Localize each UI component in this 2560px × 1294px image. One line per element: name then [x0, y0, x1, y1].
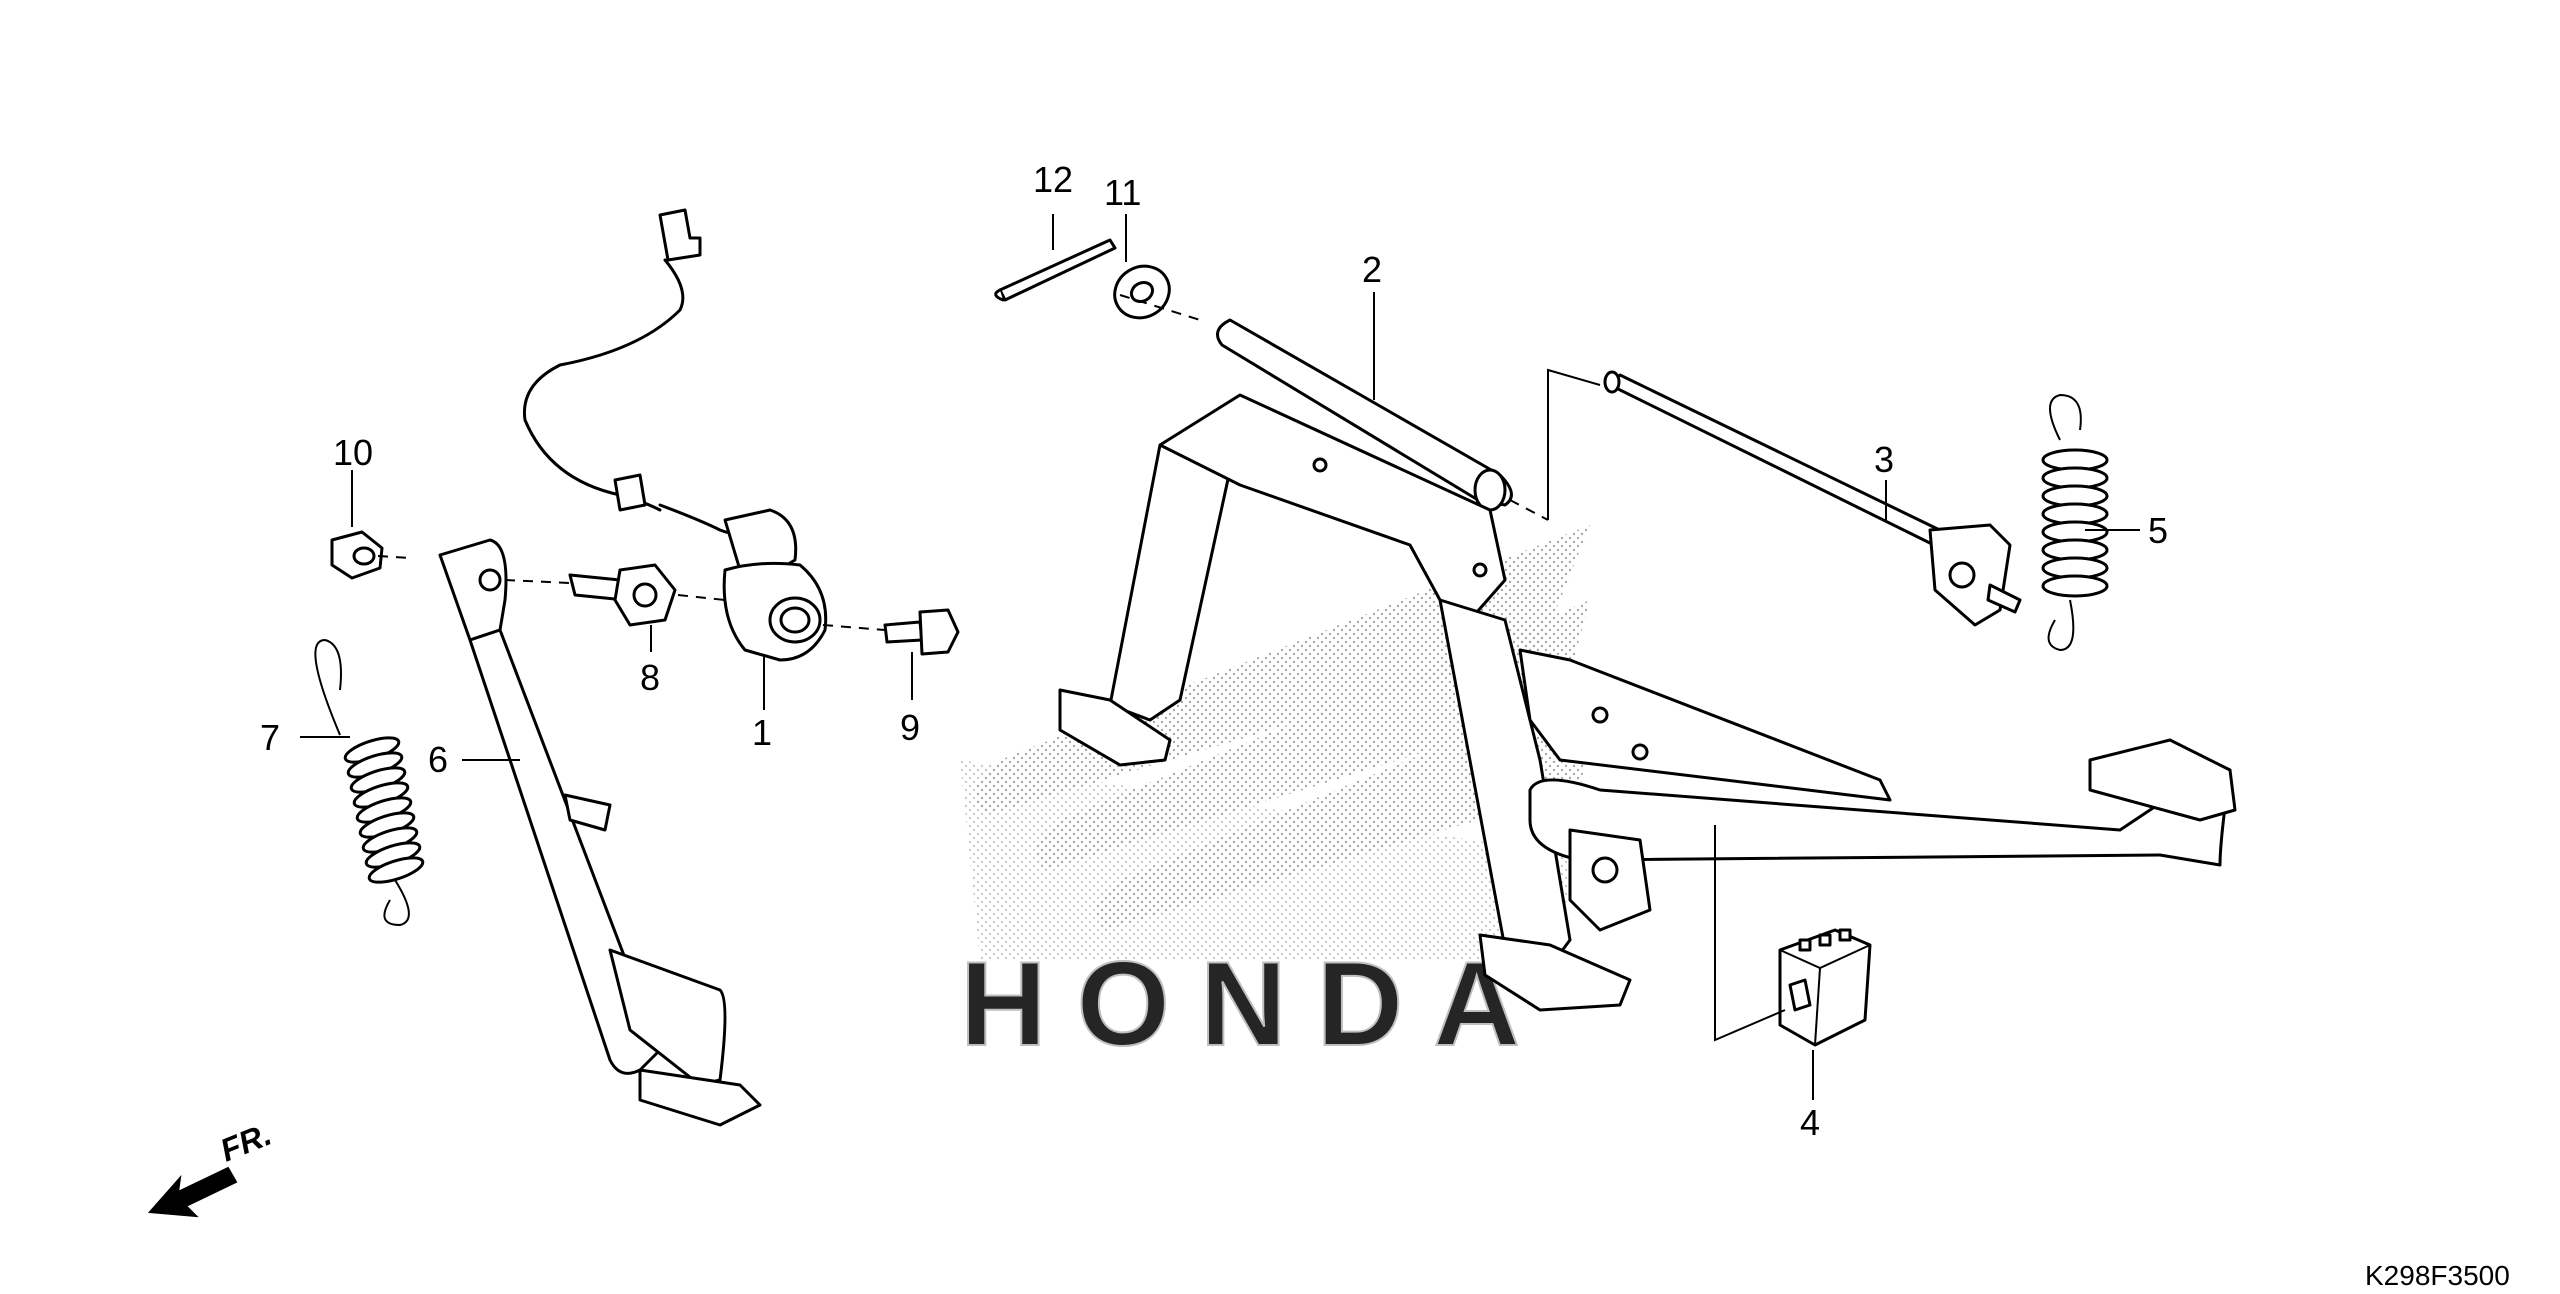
callout-9: 9: [900, 707, 920, 748]
callout-11: 11: [1104, 172, 1141, 213]
pivot-shaft-part-3: [1603, 370, 2022, 627]
callout-6: 6: [428, 739, 448, 780]
nut-part-10: [330, 530, 384, 580]
stopper-part-4: [1778, 928, 1872, 1047]
spring-part-7: [314, 638, 425, 927]
callout-1: 1: [752, 712, 772, 753]
callout-4: 4: [1800, 1102, 1820, 1143]
callout-3: 3: [1874, 439, 1894, 480]
callout-labels: 1 2 3 4 5 6 7 8 9 10 11 12: [260, 159, 2168, 1143]
cotter-pin-part-12: [994, 238, 1117, 302]
diagram-code: K298F3500: [2365, 1260, 2510, 1291]
side-stand-switch-part-1: [522, 208, 828, 662]
spring-part-5: [2041, 393, 2109, 652]
callout-7: 7: [260, 717, 280, 758]
front-direction-arrow: FR.: [147, 1116, 276, 1218]
honda-watermark-text: HONDA: [960, 937, 1550, 1071]
callout-8: 8: [640, 657, 660, 698]
main-stand-part-2: [1058, 318, 2237, 1012]
callout-10: 10: [333, 432, 373, 473]
side-stand-part-6: [438, 538, 762, 1127]
callout-5: 5: [2148, 510, 2168, 551]
front-arrow-label: FR.: [215, 1116, 276, 1169]
callout-2: 2: [1362, 249, 1382, 290]
washer-part-11: [1113, 264, 1171, 320]
callout-12: 12: [1033, 159, 1073, 200]
leader-lines: [300, 214, 2140, 1100]
bolt-part-8: [568, 563, 677, 627]
front-arrow-icon: [147, 1166, 238, 1218]
flange-bolt-part-9: [883, 608, 960, 656]
